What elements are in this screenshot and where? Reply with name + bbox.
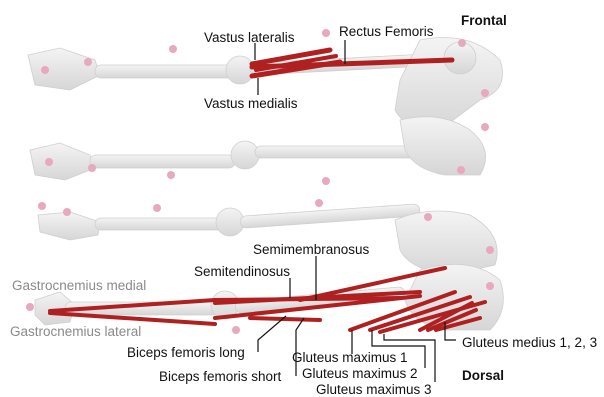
dorsal-label: Dorsal bbox=[462, 369, 504, 383]
tibia-bone-3 bbox=[95, 218, 225, 230]
gluteus-maximus-3-label: Gluteus maximus 3 bbox=[316, 383, 432, 397]
pelvis-bone-2 bbox=[400, 117, 486, 175]
tibia-bone-2 bbox=[90, 155, 235, 168]
leader-biceps-long bbox=[258, 316, 286, 352]
foot-bones-2 bbox=[30, 143, 95, 180]
knee-bone bbox=[226, 56, 254, 84]
marker-dot bbox=[38, 202, 46, 210]
femur-bone-3 bbox=[240, 204, 420, 229]
marker-dot bbox=[26, 303, 34, 311]
marker-dot bbox=[486, 282, 494, 290]
biceps-femoris-long-label: Biceps femoris long bbox=[127, 346, 245, 360]
marker-dot bbox=[63, 208, 71, 216]
gluteus-maximus-1-label: Gluteus maximus 1 bbox=[292, 351, 408, 365]
skeleton-row-2 bbox=[30, 117, 486, 180]
vastus-lateralis-label: Vastus lateralis bbox=[204, 31, 295, 45]
marker-dot bbox=[153, 204, 161, 212]
frontal-label: Frontal bbox=[461, 14, 507, 28]
biceps-femoris-short-muscle bbox=[250, 318, 320, 320]
biceps-femoris-short-label: Biceps femoris short bbox=[159, 370, 281, 384]
gastrocnemius-medial-label: Gastrocnemius medial bbox=[12, 279, 146, 293]
knee-bone-3 bbox=[216, 208, 244, 236]
marker-dot bbox=[322, 177, 330, 185]
rectus-femoris-label: Rectus Femoris bbox=[339, 25, 434, 39]
semitendinosus-label: Semitendinosus bbox=[194, 265, 290, 279]
foot-bones-3 bbox=[38, 212, 100, 240]
femur-bone-2 bbox=[255, 146, 425, 158]
marker-dot bbox=[45, 158, 53, 166]
gluteus-medius-label: Gluteus medius 1, 2, 3 bbox=[462, 336, 597, 350]
marker-dot bbox=[486, 246, 494, 254]
marker-dot bbox=[167, 171, 175, 179]
gluteus-maximus-2-label: Gluteus maximus 2 bbox=[302, 367, 418, 381]
marker-dot bbox=[481, 89, 489, 97]
marker-dot bbox=[315, 199, 323, 207]
foot-bones bbox=[28, 48, 100, 90]
marker-dot bbox=[424, 213, 432, 221]
knee-bone-2 bbox=[231, 141, 259, 169]
marker-dot bbox=[458, 39, 466, 47]
marker-dot bbox=[84, 58, 92, 66]
marker-dot bbox=[169, 45, 177, 53]
gastrocnemius-lateral-label: Gastrocnemius lateral bbox=[10, 325, 141, 339]
tibia-bone bbox=[95, 65, 235, 78]
marker-dot bbox=[41, 66, 49, 74]
semimembranosus-label: Semimembranosus bbox=[253, 243, 369, 257]
marker-dot bbox=[457, 166, 465, 174]
marker-dot bbox=[88, 164, 96, 172]
marker-dot bbox=[481, 123, 489, 131]
marker-dot bbox=[322, 29, 330, 37]
marker-dot bbox=[232, 326, 240, 334]
vastus-medialis-label: Vastus medialis bbox=[204, 97, 298, 111]
